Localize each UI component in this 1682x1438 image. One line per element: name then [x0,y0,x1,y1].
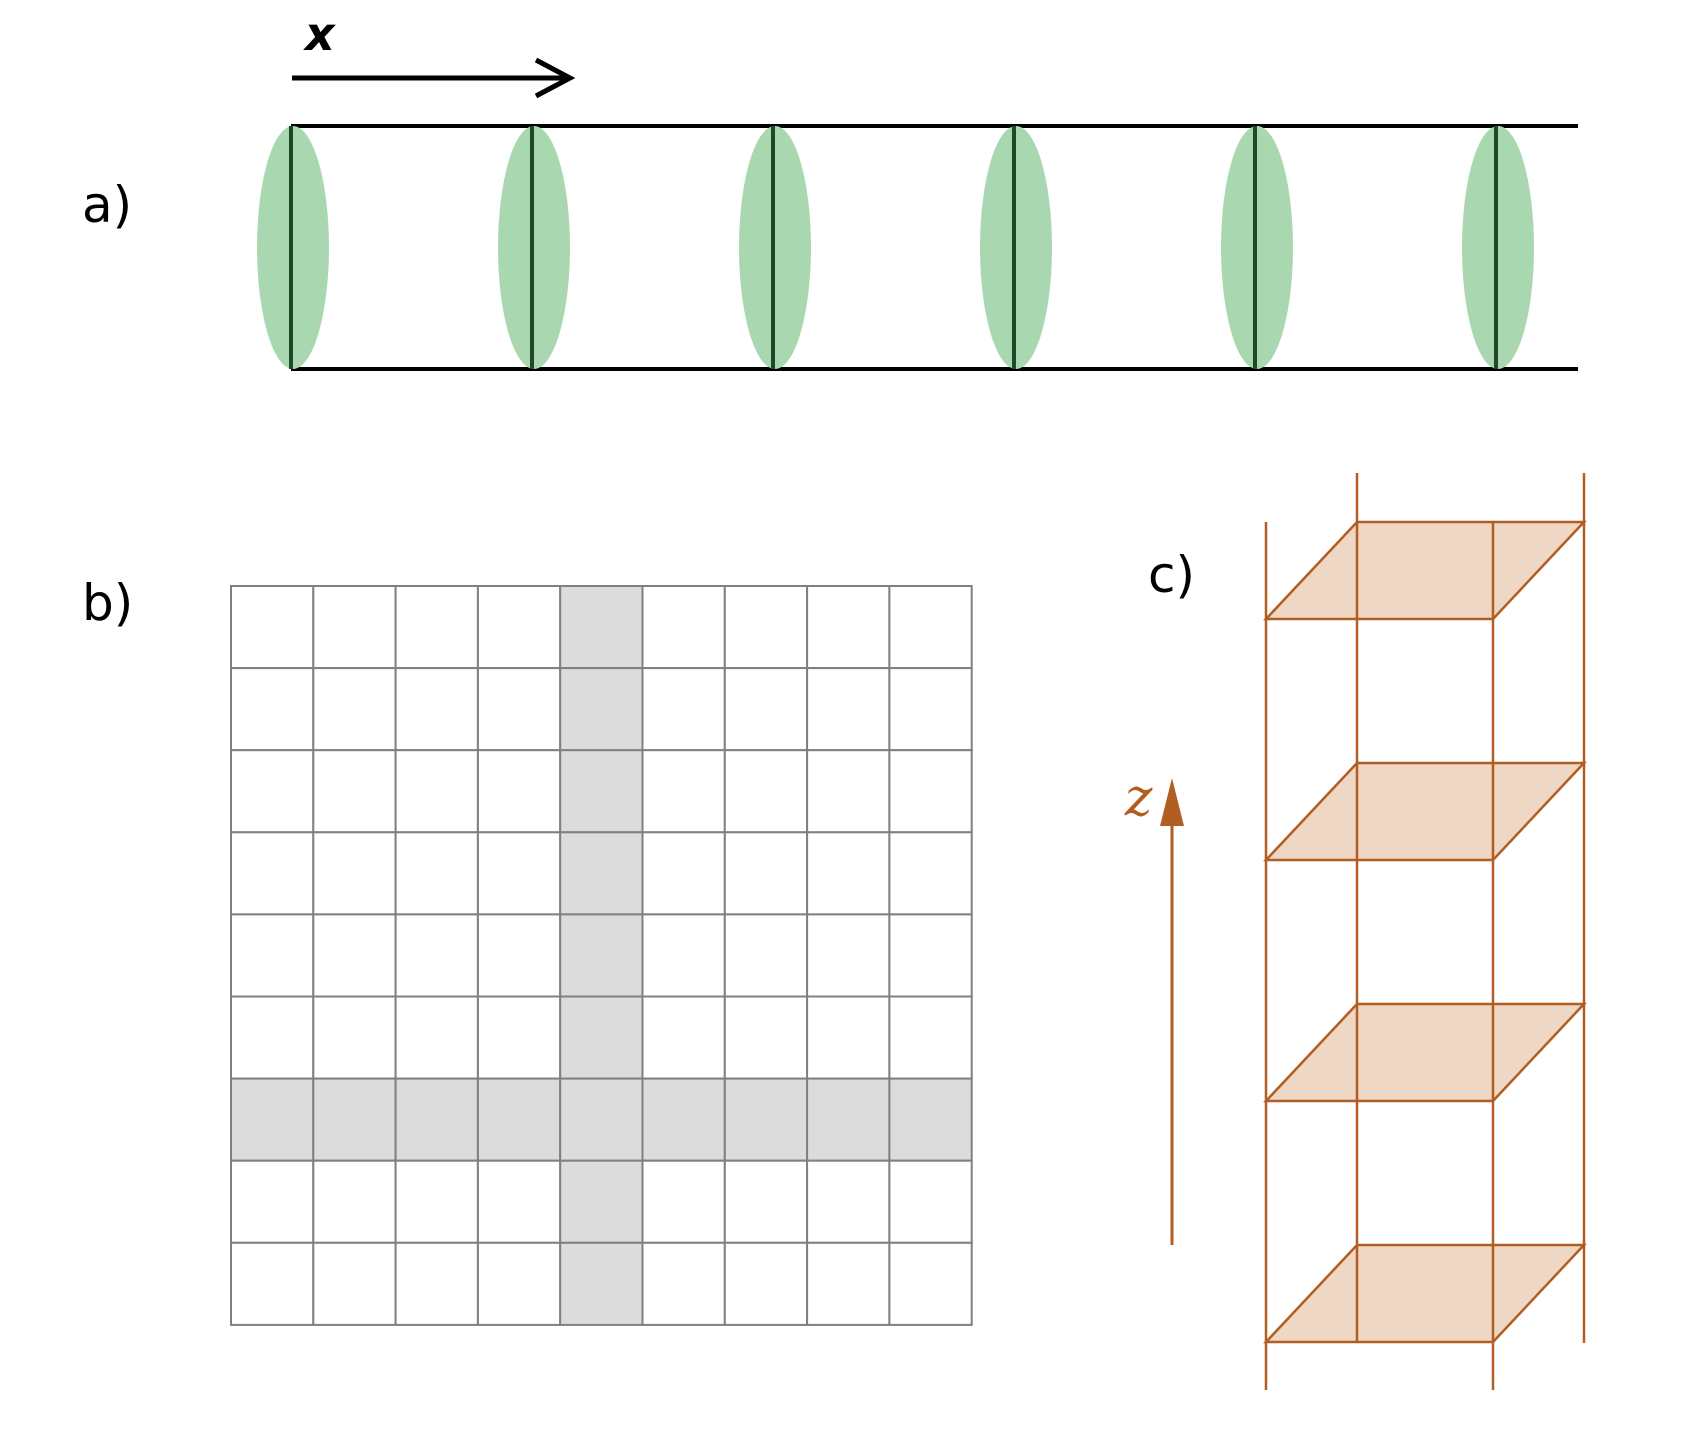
grid-cell [723,667,809,752]
grid-cell [230,831,315,916]
grid-cell-highlighted [559,913,644,998]
grid-cell [394,749,479,834]
grid-cell-highlighted [559,585,644,670]
grid-cell [312,1241,397,1326]
panel-c: c) z [1124,473,1587,1390]
grid-cell [394,667,479,752]
plane [1263,1002,1587,1103]
grid-cell [723,1241,809,1326]
panel-b-label: b) [82,574,133,632]
grid-cell-highlighted [888,1077,973,1162]
grid-cell [641,667,726,752]
panel-a-label: a) [82,176,132,234]
grid-cell [230,1241,315,1326]
grid-cell [312,667,397,752]
grid-cell [888,585,973,670]
grid-cell-highlighted [394,1077,479,1162]
grid-cell [641,831,726,916]
grid-cell [806,1241,891,1326]
plane [1263,1243,1587,1344]
grid-cell-highlighted [312,1077,397,1162]
grid-cell-highlighted [559,667,644,752]
grid-cell-highlighted [476,1077,562,1162]
grid-cell [312,585,397,670]
panel-a: a) x [82,7,1578,371]
plane-stack [1263,473,1587,1390]
grid-cell [641,1159,726,1244]
grid-cell [394,1159,479,1244]
grid-cell-highlighted [559,1241,644,1326]
grid-cell [394,995,479,1080]
grid-cell [723,995,809,1080]
grid-cell [476,831,562,916]
panel-c-label: c) [1148,546,1195,604]
grid-cell [230,1159,315,1244]
grid-cell [394,913,479,998]
grid-cell [394,1241,479,1326]
grid-cell [476,1159,562,1244]
grid-cell [394,831,479,916]
grid-cell [476,995,562,1080]
grid-cell [723,831,809,916]
grid-cell [312,913,397,998]
grid-cell-highlighted [806,1077,891,1162]
grid-cell [476,1241,562,1326]
grid-cell [806,667,891,752]
grid-cell [476,667,562,752]
grid-cell-highlighted [230,1077,315,1162]
tube [257,124,1578,371]
grid-cell [230,585,315,670]
panel-b: b) [82,574,973,1326]
grid-cell [806,995,891,1080]
grid-cell-highlighted [559,749,644,834]
grid-cell [230,913,315,998]
plane [1263,520,1587,621]
grid-cell [641,995,726,1080]
x-axis-label: x [303,7,336,61]
grid-cell [312,1159,397,1244]
grid-cell [723,1159,809,1244]
grid-cell-highlighted [559,1159,644,1244]
grid-cell [230,667,315,752]
grid-cell [888,995,973,1080]
grid-cell [641,749,726,834]
grid-cell [312,831,397,916]
grid-cell [888,667,973,752]
grid-cell-highlighted [559,1077,644,1162]
grid-cell-highlighted [723,1077,809,1162]
grid-cell [476,585,562,670]
grid [230,585,973,1326]
grid-cell [888,831,973,916]
grid-cell [641,1241,726,1326]
grid-cell [312,749,397,834]
grid-cell [476,913,562,998]
z-axis-arrow [1160,778,1184,1245]
grid-cell [806,585,891,670]
grid-cell-highlighted [641,1077,726,1162]
grid-cell [806,831,891,916]
grid-cell [723,913,809,998]
grid-cell [888,913,973,998]
grid-cell [723,585,809,670]
grid-cell [723,749,809,834]
grid-cell [230,749,315,834]
grid-cell [641,913,726,998]
grid-cell [888,749,973,834]
grid-cell [476,749,562,834]
grid-cell [888,1159,973,1244]
grid-cell [312,995,397,1080]
grid-cell-highlighted [559,995,644,1080]
grid-cell [394,585,479,670]
x-axis-arrow [292,57,576,99]
grid-cell [230,995,315,1080]
grid-cell [641,585,726,670]
plane [1263,761,1587,862]
z-axis-label: z [1124,768,1153,828]
grid-cell-highlighted [559,831,644,916]
grid-cell [806,1159,891,1244]
grid-cell [806,749,891,834]
grid-cell [806,913,891,998]
grid-cell [888,1241,973,1326]
